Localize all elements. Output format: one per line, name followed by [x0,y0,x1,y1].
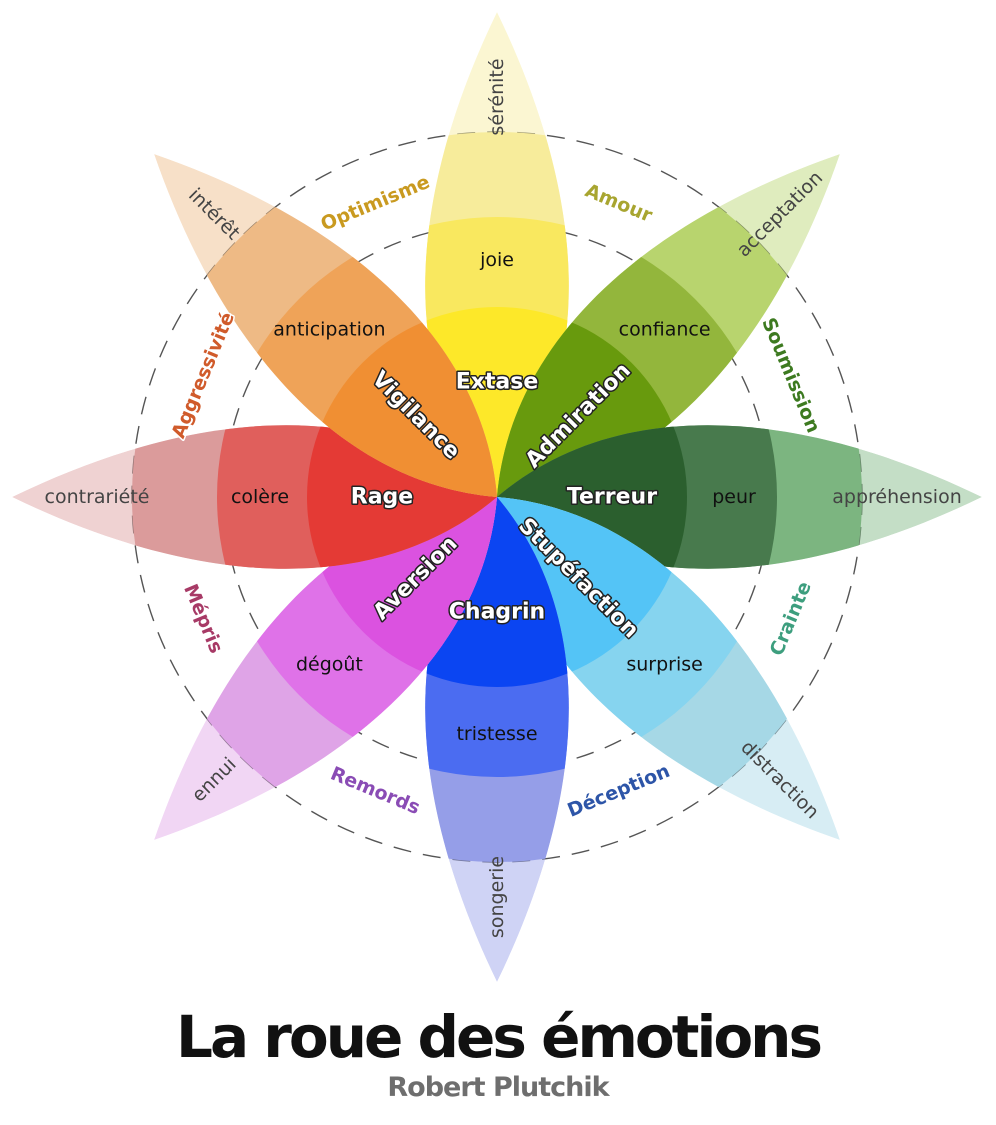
label-outer-fear: appréhension [832,486,961,508]
label-mid-joy: joie [479,249,514,271]
label-core-joy: Extase [456,370,539,395]
petal-tip-disgust [154,497,497,840]
dyad-label: Optimisme [318,171,433,236]
dyad-label: Amour [582,180,656,228]
dyad-label: Déception [564,760,673,822]
dyad-label: Remords [327,763,423,820]
label-mid-surprise: surprise [626,654,703,676]
petal-fear [497,425,982,569]
dyad-label: Aggressivité [167,309,239,441]
petal-sadness [425,497,569,982]
label-mid-fear: peur [712,486,756,508]
dyad-label: Mépris [179,581,227,656]
petal-joy [425,12,569,497]
label-mid-anger: colère [231,486,289,508]
label-mid-disgust: dégoût [296,654,363,676]
author-subtitle: Robert Plutchik [387,1072,609,1103]
label-core-sadness: Chagrin [449,600,545,625]
label-outer-joy: sérénité [486,58,508,135]
label-outer-sadness: songerie [486,856,508,938]
petal-anger [12,425,497,569]
petals [12,12,982,982]
label-mid-anticipation: anticipation [273,318,385,340]
label-outer-anger: contrariété [45,486,150,508]
dyad-label: Soumission [757,315,824,436]
page-title: La roue des émotions [175,1003,823,1071]
label-core-anger: Rage [351,485,413,510]
label-core-fear: Terreur [567,485,657,510]
emotion-wheel: sérénitéjoieExtaseacceptationconfianceAd… [12,12,982,982]
label-mid-sadness: tristesse [456,723,537,745]
label-mid-trust: confiance [619,318,711,340]
dyad-label: Crainte [766,578,816,659]
